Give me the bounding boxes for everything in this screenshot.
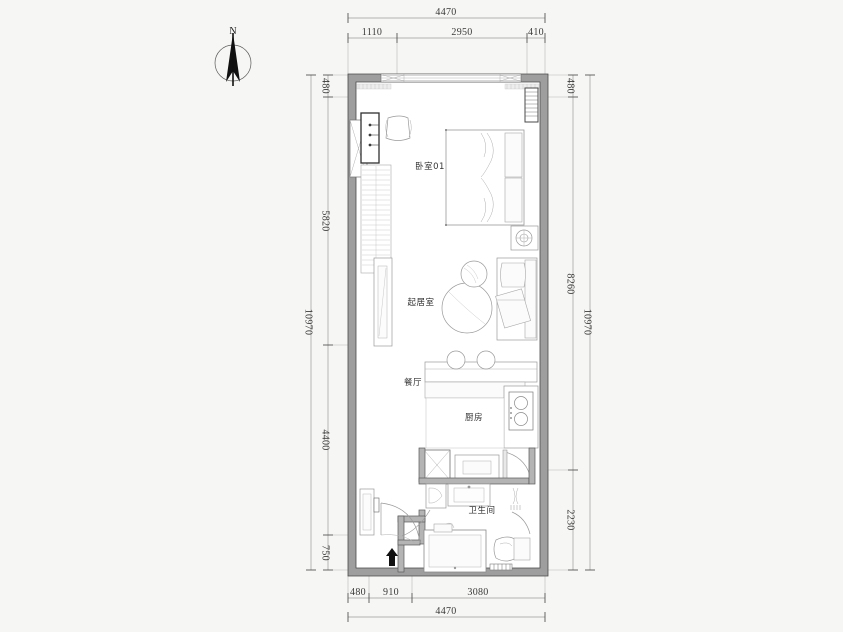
dining-stool-1 — [446, 350, 466, 370]
bathroom-vanity — [447, 483, 491, 507]
dim-bottom-seg-2: 910 — [383, 587, 399, 598]
dim-bottom-total: 4470 — [435, 606, 456, 617]
bedroom-chair — [385, 115, 412, 141]
room-label-kitchen: 厨房 — [465, 412, 483, 423]
bedroom-wardrobe — [360, 164, 392, 274]
dim-right-seg-3: 2230 — [565, 509, 576, 530]
dim-right-seg-1: 480 — [565, 78, 576, 94]
dim-top-seg-3: 410 — [528, 27, 544, 38]
bedroom-side-table — [510, 225, 539, 251]
dim-left-seg-3: 4400 — [320, 429, 331, 450]
room-label-living: 起居室 — [407, 297, 434, 308]
entry-cabinet — [359, 488, 380, 536]
dim-top-seg-2: 2950 — [451, 27, 472, 38]
dim-bottom-seg-1: 480 — [350, 587, 366, 598]
dimension-bottom: 480 910 3080 4470 — [347, 575, 546, 622]
dim-left-seg-4: 750 — [320, 545, 331, 561]
bedroom-headboard — [524, 87, 539, 123]
dim-left-seg-2: 5820 — [320, 210, 331, 231]
room-kitchen: 厨房 — [423, 385, 539, 481]
bedroom-desk — [360, 112, 380, 164]
entry-door — [380, 502, 421, 544]
entry-arrow-icon — [386, 548, 398, 566]
dim-right-total: 10970 — [582, 309, 593, 336]
dimension-left: 480 5820 4400 750 10970 — [303, 74, 352, 571]
room-bathroom: 卫生间 — [401, 483, 531, 573]
dimension-top: 4470 1110 2950 410 — [347, 7, 546, 78]
bathroom-shower — [425, 483, 447, 509]
dim-left-total: 10970 — [303, 309, 314, 336]
room-dining: 餐厅 — [404, 350, 538, 399]
kitchen-cooktop — [508, 391, 534, 431]
bedroom-bed — [445, 129, 525, 226]
dim-right-seg-2: 8260 — [565, 273, 576, 294]
kitchen-fridge — [423, 449, 451, 481]
room-bedroom: 卧室01 — [349, 83, 540, 274]
bathroom-fixture — [510, 487, 521, 510]
entry-area — [359, 488, 421, 566]
room-label-bathroom: 卫生间 — [468, 505, 495, 516]
dim-left-seg-1: 480 — [320, 78, 331, 94]
dim-top-total: 4470 — [435, 7, 456, 18]
bathroom-door — [401, 509, 531, 537]
bathroom-radiator — [489, 563, 513, 571]
kitchen-base-cabinet — [454, 454, 500, 480]
bathroom-toilet — [493, 536, 531, 562]
living-mirror-cabinet — [373, 257, 393, 347]
dim-bottom-seg-3: 3080 — [467, 587, 488, 598]
living-coffee-table — [441, 260, 493, 334]
room-living: 起居室 — [373, 257, 538, 347]
bathroom-bathtub — [423, 522, 487, 573]
bedroom-cornice-hatch — [356, 83, 540, 90]
north-label: N — [229, 26, 236, 37]
north-arrow: N — [214, 26, 252, 86]
dimension-right: 480 8260 2230 10970 — [548, 74, 595, 571]
room-label-bedroom: 卧室01 — [415, 161, 445, 172]
dim-top-seg-1: 1110 — [362, 27, 382, 38]
living-sofa — [495, 257, 538, 341]
dining-stool-2 — [476, 350, 496, 370]
room-label-dining: 餐厅 — [404, 378, 422, 388]
